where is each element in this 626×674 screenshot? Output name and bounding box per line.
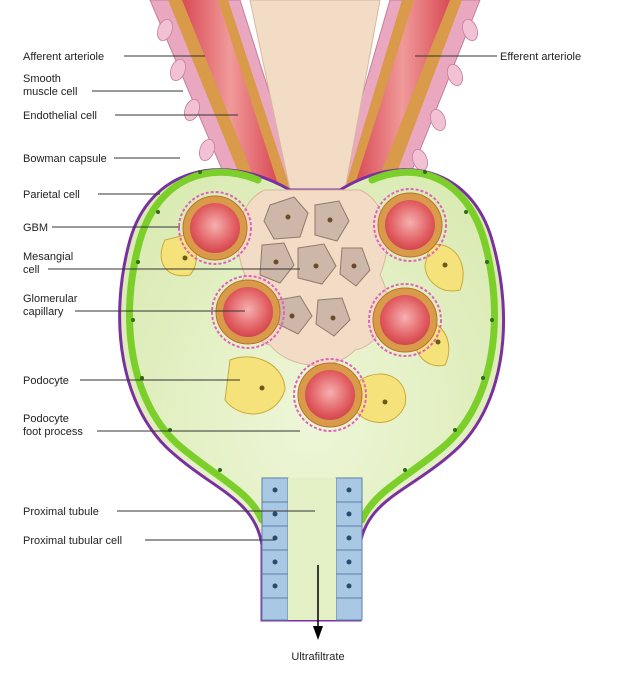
- label-smooth-muscle-line-1: Smooth: [23, 73, 61, 85]
- label-parietal-cell: Parietal cell: [23, 189, 80, 201]
- label-foot-process-line-2: foot process: [23, 426, 83, 438]
- label-smooth-muscle-cell: Smooth muscle cell: [23, 73, 77, 98]
- label-efferent-arteriole: Efferent arteriole: [500, 51, 581, 63]
- label-mesangial-cell: Mesangial cell: [23, 251, 76, 276]
- label-mesangial-line-2: cell: [23, 264, 40, 276]
- label-endothelial-cell: Endothelial cell: [23, 110, 97, 122]
- label-glomerular-capillary: Glomerular capillary: [23, 293, 80, 318]
- label-podocyte-foot-process: Podocyte foot process: [23, 413, 83, 438]
- label-gbm: GBM: [23, 222, 48, 234]
- label-ultrafiltrate: Ultrafiltrate: [291, 651, 344, 663]
- label-glomerular-line-2: capillary: [23, 306, 64, 318]
- label-afferent-arteriole: Afferent arteriole: [23, 51, 104, 63]
- label-glomerular-line-1: Glomerular: [23, 293, 78, 305]
- label-proximal-tubule: Proximal tubule: [23, 506, 99, 518]
- label-bowman-capsule: Bowman capsule: [23, 153, 107, 165]
- label-smooth-muscle-line-2: muscle cell: [23, 86, 77, 98]
- label-mesangial-line-1: Mesangial: [23, 251, 73, 263]
- label-proximal-tubular-cell: Proximal tubular cell: [23, 535, 122, 547]
- label-podocyte: Podocyte: [23, 375, 69, 387]
- proximal-tubule: [262, 478, 362, 620]
- label-foot-process-line-1: Podocyte: [23, 413, 69, 425]
